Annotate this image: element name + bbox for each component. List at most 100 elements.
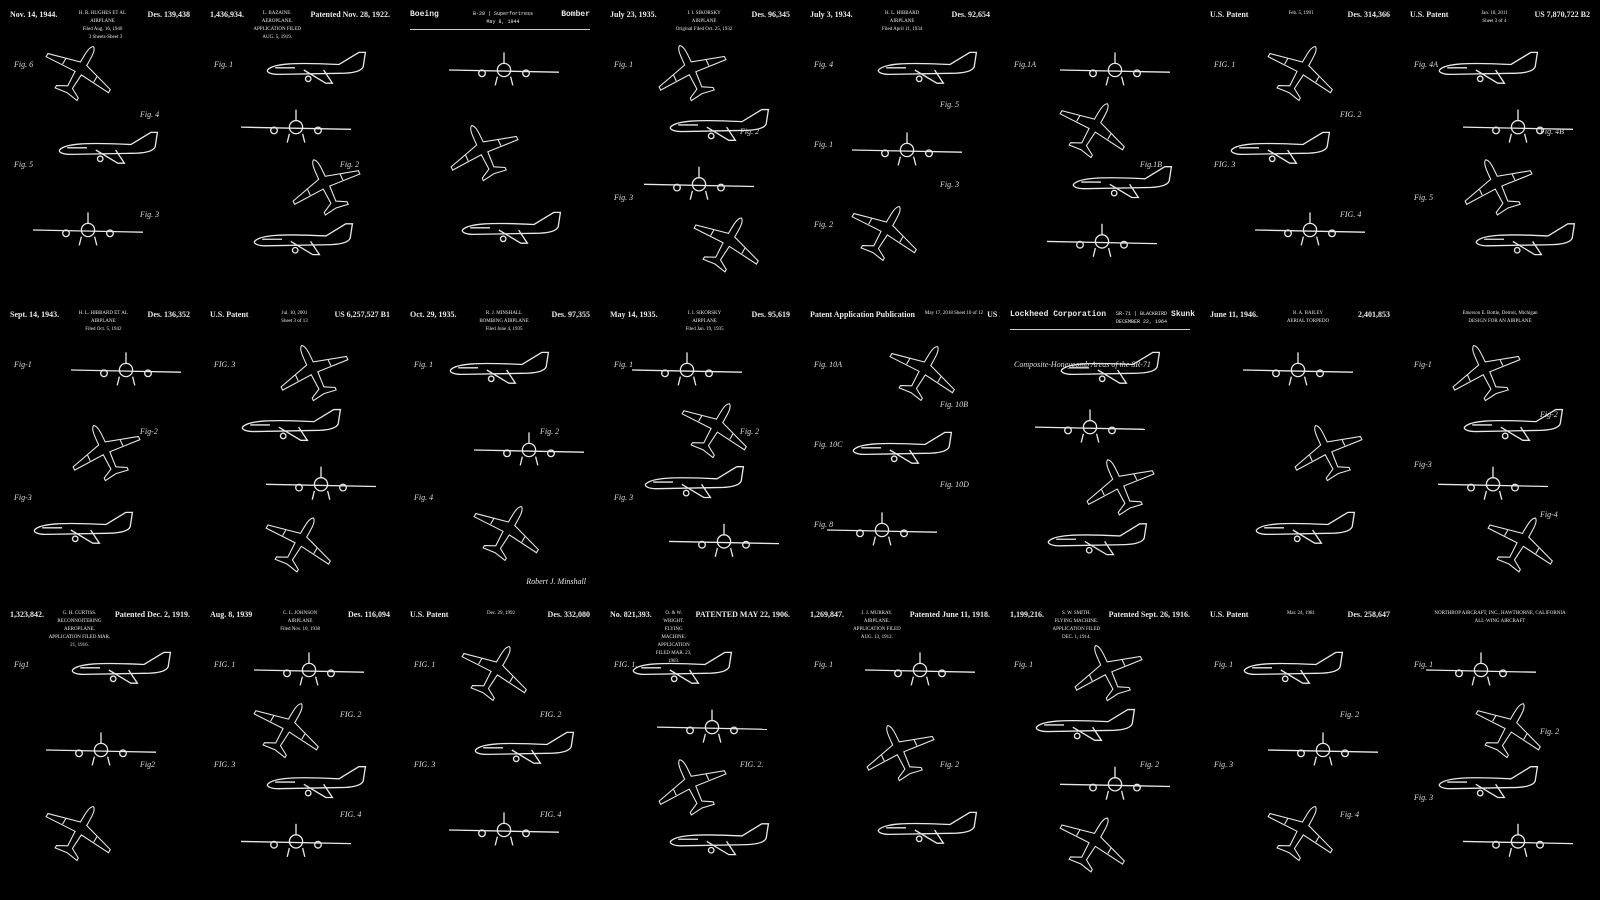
- airplane-front-view: [240, 823, 352, 858]
- figure-label: Fig. 4: [1340, 810, 1360, 819]
- airplane-front-view: [1059, 766, 1171, 801]
- figure-label: Fig. 1: [1414, 660, 1434, 669]
- figure-label: Fig-1: [14, 360, 32, 369]
- airplane-top-view: [1062, 640, 1152, 712]
- patent-title-line: APPLICATION FILED MAR. 23, 1903.: [655, 643, 692, 664]
- patent-meta: Sheet 3 of 13: [281, 319, 308, 324]
- patent-title-line: Filed June 4, 1935: [485, 327, 523, 332]
- patent-title-line: L. BAZAINE.: [262, 11, 292, 16]
- patent-number: Des. 97,355: [551, 310, 590, 319]
- patent-number: Patented Nov. 28, 1922.: [310, 10, 390, 19]
- airplane-front-view: [265, 466, 377, 501]
- airplane-drawing: [1438, 51, 1576, 256]
- airplane-side-view: [669, 823, 770, 856]
- figure-label: FIG. 4: [340, 810, 362, 819]
- patent-title-block: May 17, 2018 Sheet 10 of 12: [915, 310, 987, 318]
- patent-title-line: APPLICATION FILED DEC. 1, 1914.: [1052, 627, 1101, 640]
- patent-meta: Dec. 29, 1992: [486, 611, 516, 616]
- patent-title-line: J. J. MURRAY.: [861, 611, 893, 616]
- airplane-side-view: [474, 731, 575, 764]
- airplane-drawing: [449, 351, 585, 573]
- patent-meta: Sheet 3 of 4: [1482, 19, 1507, 24]
- patent-title-line: NORTHROP AIRCRAFT, INC., HAWTHORNE, CALI…: [1434, 611, 1566, 616]
- patent-header: 1,323,842.G. H. CURTISS.RECONNOITERING A…: [10, 610, 190, 650]
- figure-label: Fig. 6: [14, 60, 34, 69]
- airplane-front-view: [473, 431, 585, 467]
- airplane-top-view: [1048, 799, 1140, 885]
- figure-label: FIG. 1: [414, 660, 436, 669]
- airplane-front-view: [1267, 731, 1379, 767]
- patent-number: Des. 136,352: [147, 310, 190, 319]
- patent-number: Des. 116,094: [348, 610, 390, 619]
- patent-number: Bomber: [561, 10, 590, 19]
- figure-label: Fig. 2: [814, 220, 834, 229]
- patent-title-line: Filed Oct. 5, 1942: [85, 327, 122, 332]
- figure-label: Fig. 3: [940, 180, 960, 189]
- airplane-front-view: [851, 131, 963, 167]
- airplane-top-view: [462, 488, 554, 573]
- patent-title-line: BOMBING AIRPLANE: [479, 319, 529, 324]
- patent-title-block: S. W. SMITH.FLYING MACHINE.APPLICATION F…: [1044, 610, 1109, 642]
- airplane-drawing: [632, 651, 770, 856]
- patent-number: Des. 95,619: [751, 310, 790, 319]
- airplane-front-view: [1437, 466, 1549, 501]
- patent-title-line: APPLICATION FILED AUG. 5, 1919.: [253, 27, 302, 40]
- patent-title-line: H. L. HIBBARD: [885, 11, 920, 16]
- airplane-side-view: [1255, 511, 1356, 544]
- patent-title-line: APPLICATION FILED AUG. 13, 1912.: [853, 627, 901, 640]
- patent-number: US 2018/0134392 A1: [987, 310, 1000, 319]
- patent-title-line: Filed Nov. 10, 1938: [280, 627, 321, 632]
- figure-label: Fig. 5: [14, 160, 34, 169]
- figure-label: Fig. 1: [414, 360, 434, 369]
- patent-title-line: R. A. BAILEY: [1293, 311, 1323, 316]
- patent-meta: May 8, 1944: [486, 19, 520, 25]
- airplane-side-view: [1243, 651, 1344, 684]
- patent-date: U.S. Patent: [1410, 10, 1449, 19]
- figure-label: FIG. 1: [1214, 60, 1236, 69]
- airplane-side-view: [1047, 523, 1148, 556]
- patent-title-block: G. H. CURTISS.RECONNOITERING AEROPLANE.A…: [44, 610, 115, 650]
- patent-number: Des. 332,080: [547, 610, 590, 619]
- airplane-front-view: [32, 211, 144, 247]
- figure-label: Composite-Honeycomb Areas of the SR-71: [1014, 360, 1151, 369]
- patent-panel: 1,199,216.S. W. SMITH.FLYING MACHINE.APP…: [1000, 600, 1200, 900]
- patent-date: Boeing: [410, 10, 439, 19]
- figure-label: Fig. 10C: [814, 440, 843, 449]
- airplane-side-view: [58, 131, 159, 164]
- patent-meta: May 17, 2018 Sheet 10 of 12: [924, 311, 984, 316]
- figure-label: Fig. 10A: [814, 360, 842, 369]
- figure-label: Fig. 3: [1214, 760, 1234, 769]
- patent-meta: Jan. 18, 2011: [1481, 11, 1508, 16]
- figure-label: FIG. 4: [1340, 210, 1362, 219]
- patent-title-block: O. & W. WRIGHT.FLYING MACHINE.APPLICATIO…: [652, 610, 696, 666]
- figure-label: Fig. 4A: [1414, 60, 1438, 69]
- airplane-drawing: [240, 51, 370, 256]
- airplane-front-view: [864, 651, 976, 687]
- figure-label: Fig. 2: [340, 160, 360, 169]
- figure-label: Fig-3: [14, 493, 32, 503]
- airplane-side-view: [1438, 51, 1539, 84]
- patent-panel: 1,269,847.J. J. MURRAY.AIRPLANE.APPLICAT…: [800, 600, 1000, 900]
- airplane-front-view: [1059, 51, 1171, 87]
- figure-label: Fig. 2: [940, 760, 960, 769]
- figure-label: Fig. 1: [814, 140, 834, 149]
- figure-label: Fig. 10B: [940, 400, 968, 409]
- airplane-front-view: [668, 523, 780, 558]
- airplane-side-view: [266, 51, 367, 84]
- airplane-drawing: [631, 351, 780, 558]
- patent-panel: No. 821,393.O. & W. WRIGHT.FLYING MACHIN…: [600, 600, 800, 900]
- figure-label: Fig. 1: [614, 60, 634, 69]
- airplane-front-view: [656, 708, 768, 744]
